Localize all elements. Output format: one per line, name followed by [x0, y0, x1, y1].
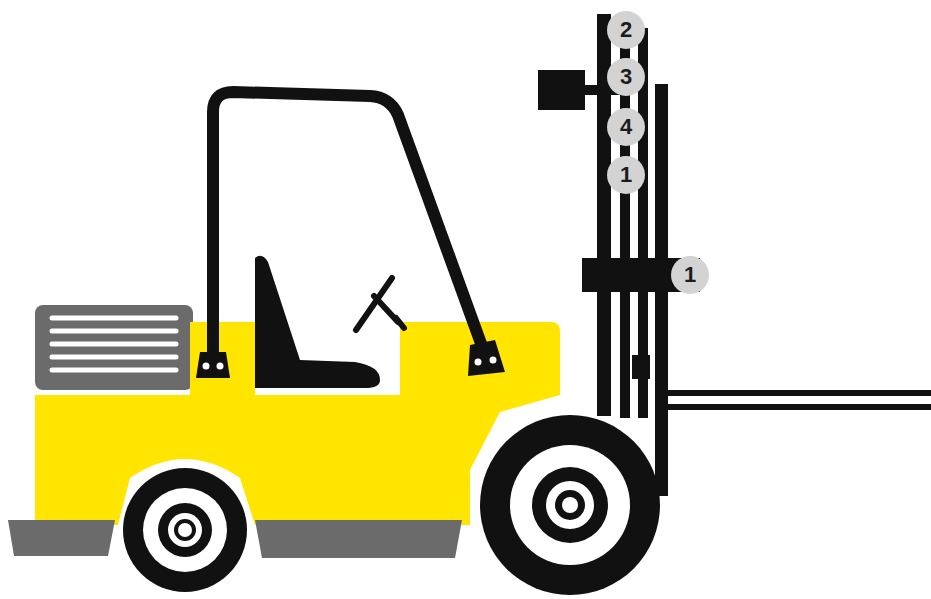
callout-text: 3: [620, 64, 632, 90]
callout-number: 1: [607, 156, 645, 194]
rear-wheel: [123, 468, 247, 592]
overhead-guard: [213, 92, 487, 365]
steering-wheel: [356, 278, 404, 330]
front-wheel: [480, 415, 660, 595]
guard-mount: [196, 352, 230, 378]
rear-skid: [8, 520, 115, 556]
guard-mount: [468, 340, 505, 376]
callout-text: 4: [620, 114, 632, 140]
callout-number: 2: [607, 11, 645, 49]
callout-text: 1: [620, 162, 632, 188]
callout-number: 1: [671, 256, 709, 294]
callout-text: 1: [684, 262, 696, 288]
front-skid: [255, 520, 462, 558]
callout-number: 4: [607, 108, 645, 146]
callout-text: 2: [620, 17, 632, 43]
grille-slats: [52, 318, 176, 370]
forks: [668, 390, 931, 410]
callout-number: 3: [607, 58, 645, 96]
counterweight: [35, 305, 193, 390]
load-backrest: [538, 70, 585, 110]
